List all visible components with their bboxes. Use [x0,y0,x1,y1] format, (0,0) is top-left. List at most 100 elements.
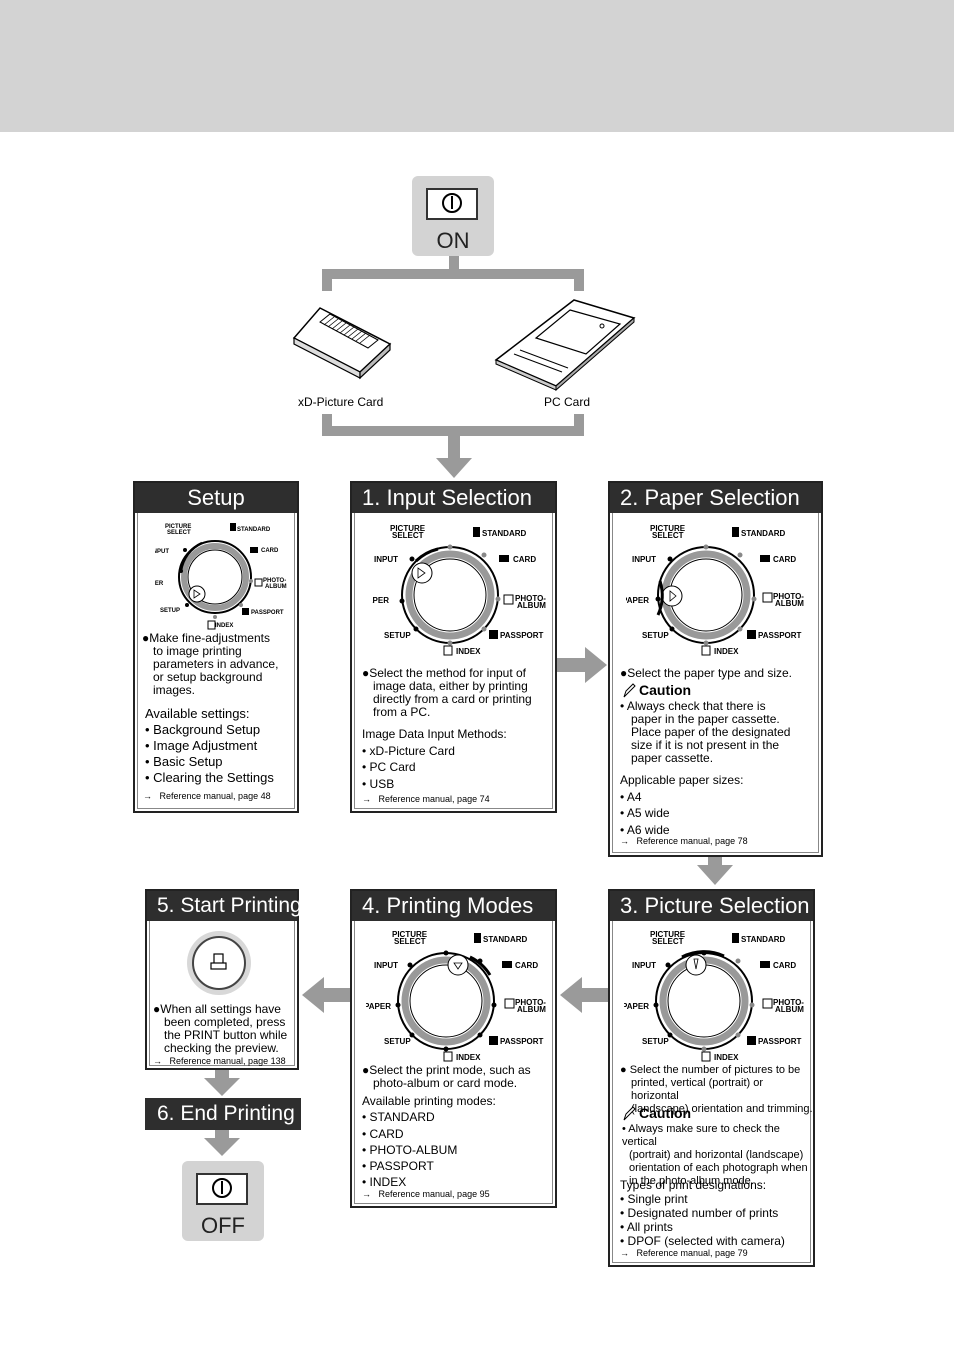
power-off-label: OFF [201,1213,245,1238]
paper-description: ●Select the paper type and size. [620,666,793,680]
text-line: Available printing modes: [362,1094,496,1108]
list-item: • INDEX [362,1175,407,1190]
list-item: • PASSPORT [362,1159,434,1174]
dial-label: ALBUM [517,601,546,610]
dial-label: PHOTO- [263,578,286,584]
list-item: • USB [362,776,395,791]
printing-modes-panel: 4. Printing Modes PICTURE SELECT INPUT P… [350,889,557,1208]
dial-label: PICTURE [390,524,426,533]
text-line: photo-album or card mode. [373,1076,518,1090]
dial-label: INPUT [374,961,398,970]
connector [574,269,584,291]
list-item: • All prints [620,1220,673,1234]
arrow-down [436,458,472,478]
end-printing-title: 6. End Printing [147,1100,299,1128]
text-line: to image printing [153,644,242,658]
list-item: • Basic Setup [145,754,223,769]
dial-label: ALBUM [517,1005,546,1014]
input-methods-list: Image Data Input Methods: • xD-Picture C… [362,726,507,792]
paper-caution-label: Caution [639,682,692,698]
text-line: (portrait) and horizontal (landscape) [629,1149,804,1161]
text-line: Image Data Input Methods: [362,727,507,741]
start-printing-panel: 5. Start Printing ●When all settings hav… [145,889,302,1070]
dial-label: INPUT [155,549,169,555]
list-item: • CARD [362,1126,404,1141]
text-line: parameters in advance, [153,657,279,671]
list-item: • A6 wide [620,822,670,837]
text-line: or setup background [153,670,263,684]
dial-label: PICTURE [650,930,686,939]
list-item: • PHOTO-ALBUM [362,1142,458,1157]
print-button[interactable] [187,931,251,995]
connector [322,988,350,1002]
text-line: Applicable paper sizes: [620,773,744,787]
text-line: • Always check that there is [620,699,766,713]
text-line: ●When all settings have [153,1002,281,1016]
start-description: ●When all settings have been completed, … [153,1003,287,1055]
text-line: ● Select the number of pictures to be [620,1064,801,1076]
dial-label: SETUP [642,1037,669,1046]
text-line: in the photo-album mode. [629,1175,754,1187]
dial-label: PHOTO- [515,594,546,603]
dial-label: PHOTO- [515,998,546,1007]
end-printing-panel: 6. End Printing [145,1098,301,1130]
dial-label: INDEX [456,647,481,656]
setup-panel: Setup PICTURE SELECT INPUT PAPER SETUP I… [133,481,299,813]
xd-card-illustration [292,307,392,380]
text-line: size if it is not present in the [631,738,780,752]
connector [448,436,460,460]
mode-dial: PICTURE SELECT INPUT PAPER SETUP INDEX P… [155,523,287,630]
dial-label: STANDARD [237,527,271,533]
setup-settings-list: Available settings: • Background Setup •… [145,706,274,786]
dial-label: SELECT [167,530,191,536]
input-description: ●Select the method for input of image da… [362,667,532,719]
text-line: ●Make fine-adjustments [142,631,270,645]
paper-caution-text: • Always check that there is paper in th… [620,700,790,765]
dial-label: PAPER [155,581,164,587]
mode-dial: PICTURE SELECT INPUT PAPER SETUP INDEX P… [372,524,546,656]
dial-label: CARD [261,548,279,554]
dial-label: PAPER [624,1002,649,1011]
header-band [0,0,954,132]
list-item: • A4 [620,789,642,804]
dial-label: INPUT [632,961,656,970]
print-icon [210,953,227,970]
list-item: • DPOF (selected with camera) [620,1234,785,1248]
text-line: Types of print designations: [620,1178,767,1192]
dial-label: PAPER [372,596,389,605]
paper-selection-panel: 2. Paper Selection PICTURE SELECT INPUT … [608,481,823,857]
dial-label: PASSPORT [251,610,284,616]
dial-label: PASSPORT [758,1037,802,1046]
picture-reference: → Reference manual, page 79 [620,1248,748,1258]
arrow-left [560,977,582,1013]
list-item: • Image Adjustment [145,738,258,753]
mode-dial: PICTURE SELECT INPUT PAPER SETUP INDEX P… [366,930,546,1062]
dial-label: SELECT [394,937,426,946]
arrow-down [204,1078,240,1096]
text-line: checking the preview. [164,1041,279,1055]
dial-label: PICTURE [392,930,428,939]
text-line: orientation of each photograph when [629,1162,808,1174]
dial-label: CARD [773,961,796,970]
paper-reference: → Reference manual, page 78 [620,836,748,846]
picture-selection-panel: 3. Picture Selection PICTURE SELECT INPU… [608,889,815,1267]
text-line: been completed, press [164,1015,286,1029]
power-on-button[interactable]: ON [412,176,494,256]
text-line: Place paper of the designated [631,725,791,739]
text-line: ●Select the method for input of [362,666,527,680]
dial-label: INPUT [374,555,398,564]
input-selection-panel: 1. Input Selection PICTURE SELECT INPUT … [350,481,557,813]
picture-selection-title: 3. Picture Selection [610,891,813,921]
power-off-button[interactable]: OFF [182,1161,264,1241]
list-item: • Single print [620,1192,688,1206]
text-line: paper cassette. [631,751,714,765]
text-line: the PRINT button while [164,1028,288,1042]
connector [322,414,332,436]
dial-label: SELECT [652,531,684,540]
pc-card-illustration [494,299,636,392]
picture-caution-text: • Always make sure to check the vertical… [622,1123,813,1188]
picture-types-list: Types of print designations: • Single pr… [620,1178,785,1248]
dial-label: SETUP [384,631,411,640]
modes-description: ●Select the print mode, such as photo-al… [362,1064,531,1090]
input-selection-title: 1. Input Selection [352,483,555,513]
